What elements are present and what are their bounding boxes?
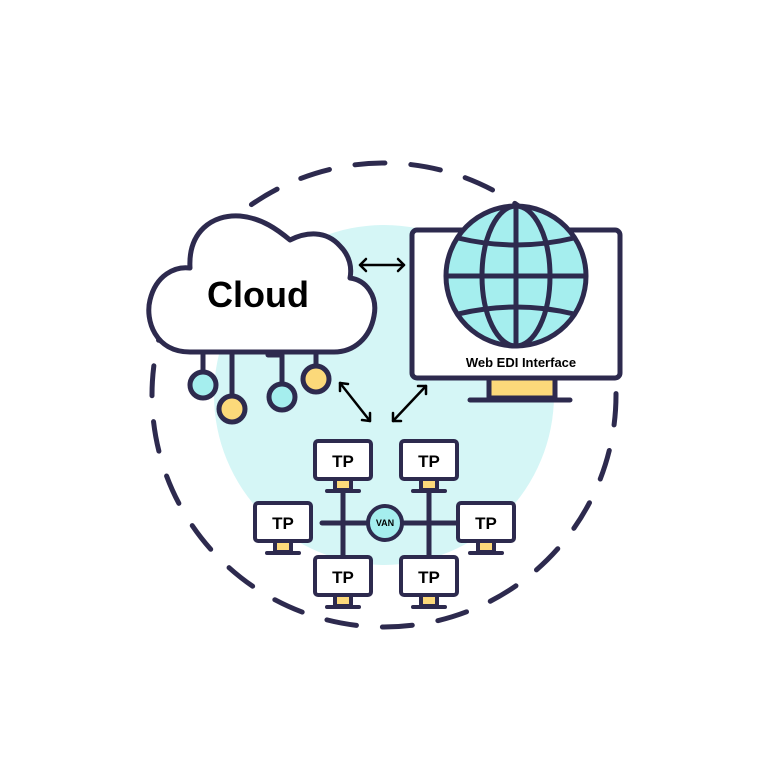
van-hub-circle <box>366 504 404 542</box>
tp-label: TP <box>418 452 440 471</box>
circuit-node-cyan <box>187 369 219 401</box>
monitor-label: Web EDI Interface <box>466 355 576 370</box>
cloud-group: Cloud <box>146 213 378 425</box>
web-edi-monitor: Web EDI Interface <box>409 203 623 403</box>
tp-monitor: TP <box>313 555 373 609</box>
tp-label: TP <box>332 568 354 587</box>
tp-label: TP <box>332 452 354 471</box>
tp-label: TP <box>272 514 294 533</box>
circuit-node-yellow <box>300 363 332 395</box>
tp-label: TP <box>475 514 497 533</box>
tp-monitor: TP <box>313 439 373 493</box>
arrow-monitor-tp <box>391 384 428 423</box>
tp-screen <box>456 501 516 543</box>
tp-monitor: TP <box>399 439 459 493</box>
van-hub: VAN <box>366 504 404 542</box>
cloud-icon <box>146 213 378 355</box>
globe-icon <box>443 203 589 349</box>
dashed-ring <box>149 160 619 630</box>
circuit-node-cyan <box>266 381 298 413</box>
tp-monitor: TP <box>399 555 459 609</box>
tp-screen <box>399 439 459 481</box>
tp-monitor: TP <box>456 501 516 555</box>
tp-monitor: TP <box>253 501 313 555</box>
van-network: TP TP TP TP TP <box>253 439 516 609</box>
cloud-label: Cloud <box>207 274 309 315</box>
van-label: VAN <box>376 518 394 528</box>
circuit-node-yellow <box>216 393 248 425</box>
tp-screen <box>253 501 313 543</box>
arrow-cloud-tp <box>338 381 372 423</box>
arrow-cloud-monitor <box>358 257 406 273</box>
arrows <box>338 257 428 423</box>
tp-screen <box>313 555 373 597</box>
tp-label: TP <box>418 568 440 587</box>
tp-screen <box>313 439 373 481</box>
tp-screen <box>399 555 459 597</box>
